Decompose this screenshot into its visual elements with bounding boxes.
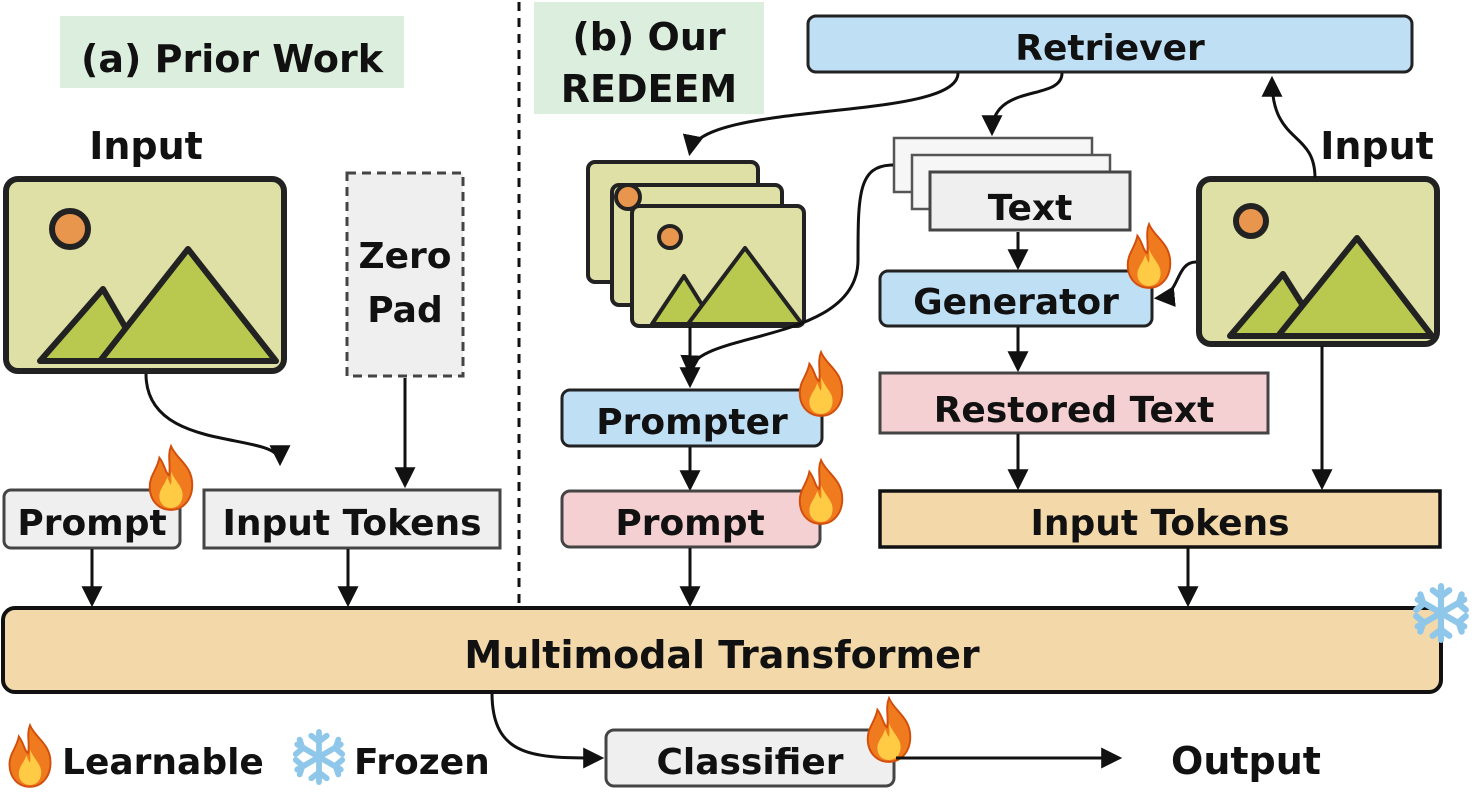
restored-text-label: Restored Text [934, 390, 1215, 431]
retriever-label: Retriever [1015, 28, 1205, 69]
prompter-label: Prompter [596, 402, 788, 443]
legend-flame-icon [8, 724, 52, 788]
legend-learnable: Learnable [62, 742, 264, 783]
input-tokens-a-box: Input Tokens [202, 488, 502, 550]
restored-text-box: Restored Text [878, 371, 1270, 435]
retrieved-image-front-icon [630, 204, 806, 328]
retriever-box: Retriever [806, 14, 1414, 74]
generator-label: Generator [913, 282, 1119, 323]
prompter-flame-icon [798, 351, 844, 417]
generator-box: Generator [878, 269, 1154, 328]
zero-pad-box: Zero Pad [345, 171, 465, 378]
section-a-title: (a) Prior Work [81, 37, 384, 81]
retrieved-images-stack [586, 160, 806, 328]
zero-pad-line1: Zero [358, 236, 451, 277]
transformer-label: Multimodal Transformer [464, 633, 979, 677]
arrow-transformer-to-classifier [490, 692, 605, 769]
prompt-a-label: Prompt [17, 503, 166, 544]
prompt-a-box: Prompt [2, 488, 182, 550]
input-a-label: Input [89, 124, 203, 168]
prompt-b-label: Prompt [615, 503, 764, 544]
output-label: Output [1171, 739, 1321, 783]
retrieved-texts-stack: Text [892, 136, 1132, 232]
arrow-retriever-to-images [682, 72, 960, 157]
multimodal-transformer-box: Multimodal Transformer [1, 606, 1443, 694]
legend: Learnable Frozen [8, 724, 490, 788]
prompter-box: Prompter [560, 388, 824, 448]
text-label: Text [988, 188, 1073, 229]
arrow-input-b-to-retriever [1261, 75, 1317, 179]
arrow-texts-to-prompter [680, 163, 894, 377]
arrow-retriever-to-texts [981, 72, 1064, 137]
input-tokens-b-box: Input Tokens [878, 489, 1442, 549]
legend-frozen: Frozen [354, 742, 490, 783]
zero-pad-line2: Pad [367, 290, 442, 331]
input-tokens-a-label: Input Tokens [222, 503, 481, 544]
input-image-a-icon [3, 176, 287, 374]
section-b-label-bg [534, 2, 764, 114]
section-b-title-line1: (b) Our [572, 15, 726, 59]
section-b-title-line2: REDEEM [561, 67, 738, 111]
prompt-a-flame-icon [148, 445, 194, 511]
legend-snowflake-icon [296, 732, 342, 782]
input-image-b-icon [1196, 176, 1440, 347]
arrow-input-b-to-generator [1153, 260, 1197, 307]
arrow-input-a-to-tokens [144, 373, 291, 467]
classifier-flame-icon [866, 697, 912, 763]
classifier-label: Classifier [656, 742, 843, 783]
input-tokens-b-label: Input Tokens [1030, 503, 1289, 544]
prompt-b-flame-icon [798, 459, 844, 525]
generator-flame-icon [1126, 223, 1172, 289]
classifier-box: Classifier [604, 728, 896, 788]
input-b-label: Input [1320, 124, 1434, 168]
section-a-label-bg [60, 16, 404, 88]
prompt-b-box: Prompt [560, 489, 822, 549]
